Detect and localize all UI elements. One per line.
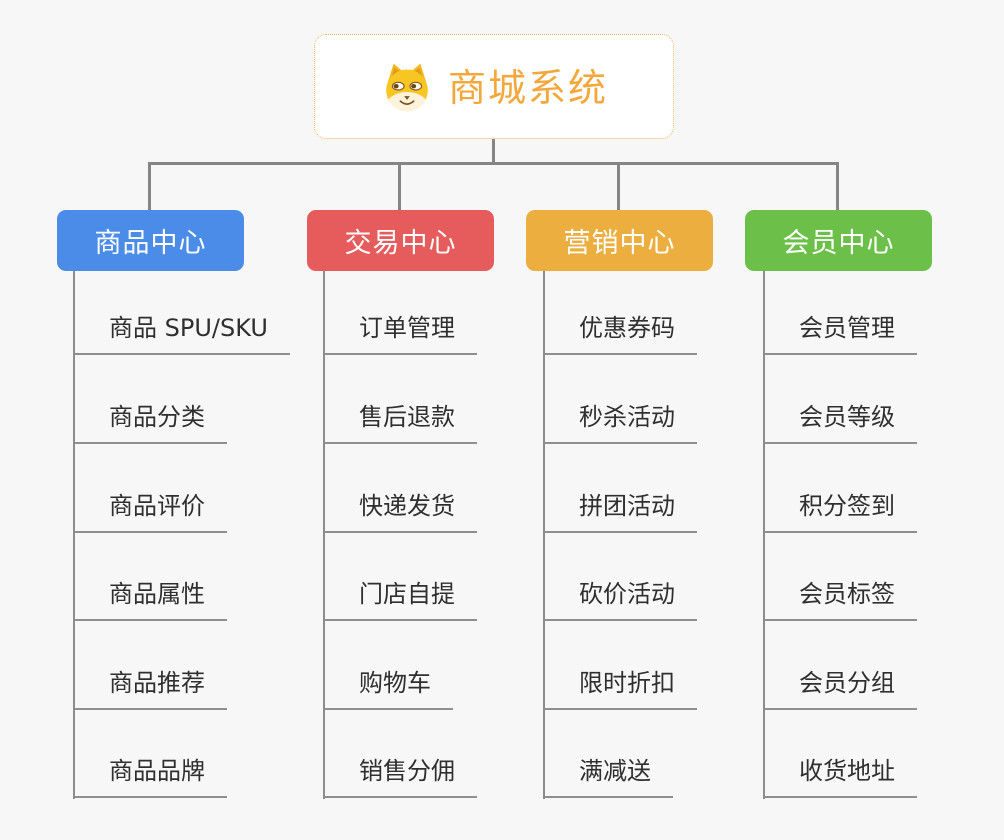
connector-bus [148, 162, 839, 165]
branch-node-products[interactable]: 商品中心 [57, 210, 244, 271]
child-topic[interactable]: 商品 SPU/SKU [75, 309, 290, 355]
child-topic[interactable]: 会员管理 [765, 309, 917, 355]
branch-node-marketing[interactable]: 营销中心 [526, 210, 713, 271]
branch-children-members: 会员管理 会员等级 积分签到 会员标签 会员分组 收货地址 [763, 271, 995, 799]
root-node[interactable]: 商城系统 [314, 34, 674, 139]
child-topic[interactable]: 订单管理 [325, 309, 477, 355]
branch-children-trade: 订单管理 售后退款 快递发货 门店自提 购物车 销售分佣 [323, 271, 555, 799]
child-topic[interactable]: 商品推荐 [75, 664, 227, 710]
branch-children-marketing: 优惠券码 秒杀活动 拼团活动 砍价活动 限时折扣 满减送 [543, 271, 775, 799]
branch-label: 营销中心 [563, 228, 676, 259]
child-topic[interactable]: 售后退款 [325, 398, 477, 444]
child-topic[interactable]: 会员标签 [765, 575, 917, 621]
child-topic[interactable]: 商品品牌 [75, 752, 227, 798]
child-topic[interactable]: 收货地址 [765, 752, 917, 798]
connector-drop-members [836, 165, 839, 210]
child-topic[interactable]: 拼团活动 [545, 487, 697, 533]
child-topic[interactable]: 商品评价 [75, 487, 227, 533]
child-topic[interactable]: 满减送 [545, 752, 673, 798]
child-topic[interactable]: 会员等级 [765, 398, 917, 444]
child-topic[interactable]: 快递发货 [325, 487, 477, 533]
branch-label: 交易中心 [344, 228, 457, 259]
child-topic[interactable]: 积分签到 [765, 487, 917, 533]
child-topic[interactable]: 商品属性 [75, 575, 227, 621]
child-topic[interactable]: 限时折扣 [545, 664, 697, 710]
root-title: 商城系统 [447, 65, 608, 110]
child-topic[interactable]: 商品分类 [75, 398, 227, 444]
branch-node-trade[interactable]: 交易中心 [307, 210, 494, 271]
connector-root-drop [492, 139, 495, 163]
shiba-dog-icon [380, 62, 434, 112]
child-topic[interactable]: 购物车 [325, 664, 453, 710]
child-topic[interactable]: 优惠券码 [545, 309, 697, 355]
connector-drop-trade [398, 165, 401, 210]
child-topic[interactable]: 砍价活动 [545, 575, 697, 621]
child-topic[interactable]: 销售分佣 [325, 752, 477, 798]
branch-label: 商品中心 [94, 228, 207, 259]
connector-drop-products [148, 165, 151, 210]
connector-drop-marketing [617, 165, 620, 210]
branch-node-members[interactable]: 会员中心 [745, 210, 932, 271]
child-topic[interactable]: 会员分组 [765, 664, 917, 710]
branch-label: 会员中心 [782, 228, 895, 259]
child-topic[interactable]: 秒杀活动 [545, 398, 697, 444]
branch-children-products: 商品 SPU/SKU 商品分类 商品评价 商品属性 商品推荐 商品品牌 [73, 271, 305, 799]
child-topic[interactable]: 门店自提 [325, 575, 477, 621]
